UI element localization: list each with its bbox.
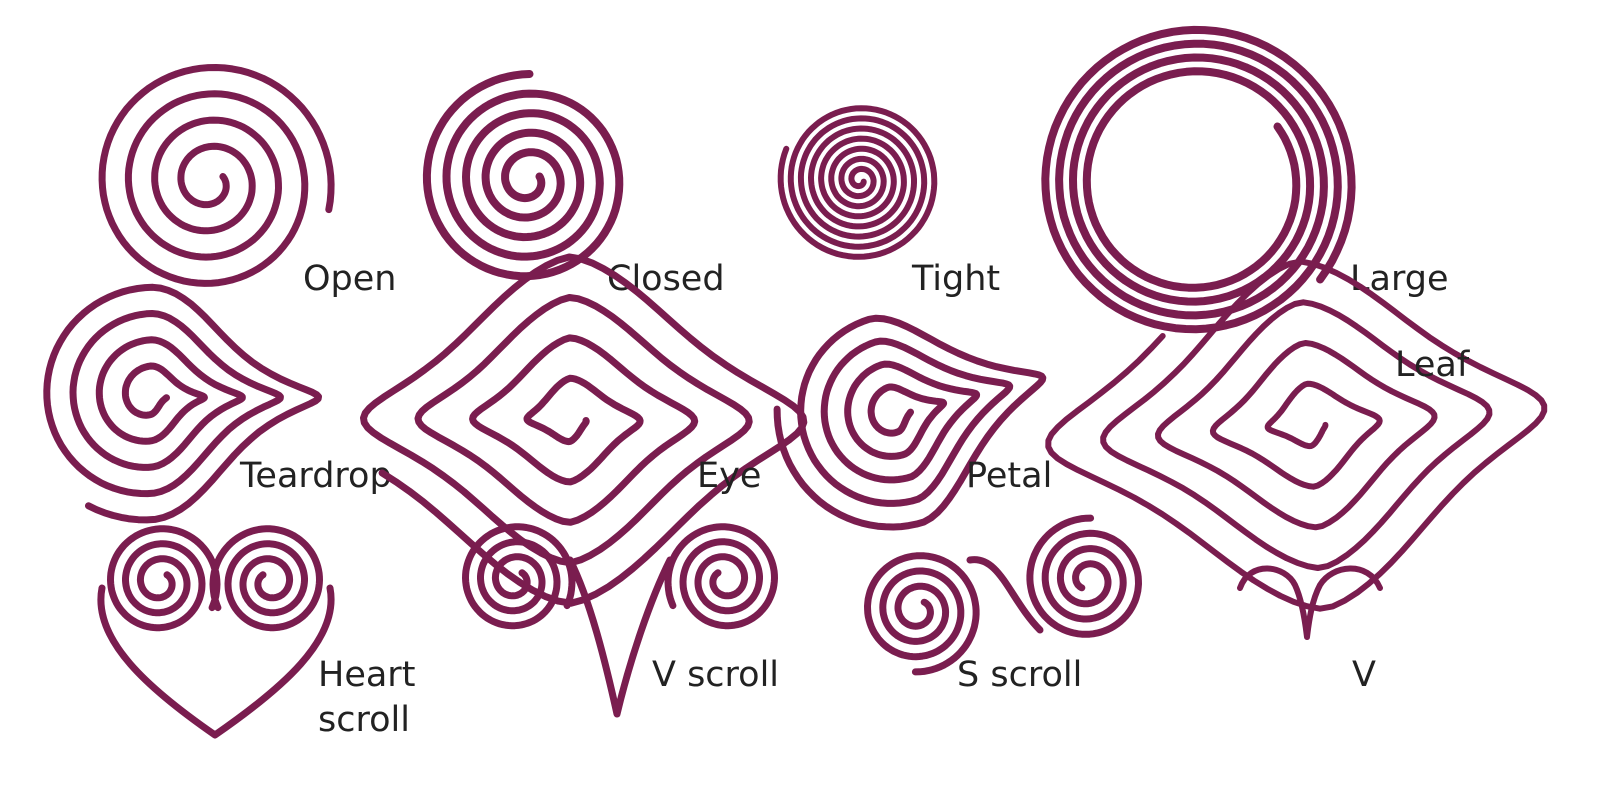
heart-scroll-label-line-2: scroll [318, 700, 410, 740]
heart-scroll-coil [97, 525, 335, 739]
shape-eye: Eye [360, 253, 808, 607]
shape-teardrop: Teardrop [43, 283, 392, 524]
tight-label: Tight [911, 259, 1000, 299]
eye-coil [360, 253, 808, 607]
s-scroll-coil [864, 514, 1142, 676]
petal-label: Petal [966, 456, 1052, 496]
open-label: Open [303, 259, 396, 299]
teardrop-label: Teardrop [239, 456, 392, 496]
closed-coil [422, 70, 624, 281]
teardrop-coil [43, 283, 322, 524]
eye-label: Eye [697, 456, 761, 496]
s-scroll-label: S scroll [957, 655, 1082, 695]
v-scroll-label: V scroll [652, 655, 779, 695]
shape-leaf: Leaf [1045, 258, 1548, 612]
shape-closed: Closed [422, 70, 725, 299]
leaf-coil [1045, 258, 1548, 612]
shape-petal: Petal [773, 314, 1052, 531]
open-coil [98, 64, 335, 287]
shape-large: Large [1041, 25, 1448, 334]
large-coil [1041, 25, 1356, 334]
shape-heart-scroll: Heart scroll [97, 525, 415, 740]
petal-coil [773, 314, 1047, 531]
shape-open: Open [98, 64, 396, 299]
shape-s-scroll: S scroll [864, 514, 1142, 695]
closed-label: Closed [607, 259, 725, 299]
shape-v-scroll: V scroll [462, 523, 779, 718]
v-label: V [1352, 655, 1376, 695]
v-scroll-coil [462, 523, 778, 718]
heart-scroll-label-line-1: Heart [318, 655, 415, 695]
leaf-label: Leaf [1395, 345, 1470, 385]
shape-v: V [1237, 565, 1383, 695]
v-curve [1237, 565, 1383, 640]
tight-coil [777, 105, 938, 260]
shape-tight: Tight [777, 105, 1000, 299]
